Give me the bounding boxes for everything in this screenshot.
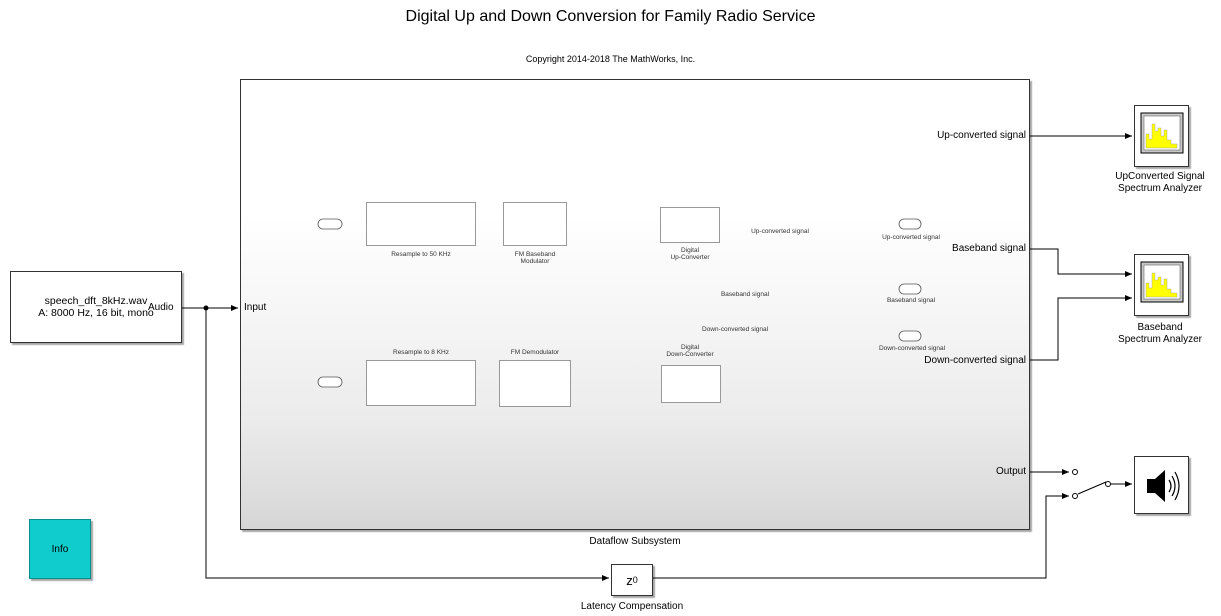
inner-out-base-label: Baseband signal [886, 297, 936, 304]
fm-demodulator-label: FM Demodulator [510, 349, 560, 356]
copyright-text: Copyright 2014-2018 The MathWorks, Inc. [525, 54, 696, 64]
subsystem-input-port: Input [244, 302, 267, 313]
wire-audio-delay [205, 308, 609, 581]
inner-out-up-label: Up-converted signal [882, 234, 940, 241]
baseband-spectrum-analyzer[interactable] [1134, 254, 1189, 316]
downconverter-block[interactable] [661, 365, 721, 403]
info-block[interactable]: Info [29, 519, 91, 579]
fm-modulator-label: FM Baseband Modulator [514, 251, 556, 265]
baseband-analyzer-label: Baseband Spectrum Analyzer [1118, 322, 1202, 345]
source-format: A: 8000 Hz, 16 bit, mono [38, 307, 154, 319]
outport-oval-base [898, 283, 922, 295]
outport-oval-downsig [898, 330, 922, 342]
upconverter-block[interactable] [660, 207, 720, 243]
downconverter-label: Digital Down-Converter [666, 344, 714, 358]
delay-symbol: z [626, 572, 633, 588]
dataflow-subsystem[interactable] [240, 79, 1030, 530]
inport-oval [317, 218, 343, 230]
upconverter-label: Digital Up-Converter [670, 247, 710, 261]
model-title: Digital Up and Down Conversion for Famil… [405, 8, 816, 25]
inner-sig-base-label: Baseband signal [720, 291, 770, 298]
inner-out-down-label: Down-converted signal [878, 345, 946, 352]
subsystem-name: Dataflow Subsystem [589, 536, 681, 547]
source-filename: speech_dft_8kHz.wav [44, 295, 148, 307]
speaker-icon [1147, 470, 1180, 502]
inner-sig-up-label: Up-converted signal [751, 228, 809, 235]
fm-modulator-block[interactable] [503, 202, 567, 246]
latency-compensation-label: Latency Compensation [580, 601, 684, 612]
outport-oval-up [898, 218, 922, 230]
resample-8k-block[interactable] [366, 360, 476, 406]
upconverted-analyzer-label: UpConverted Signal Spectrum Analyzer [1115, 171, 1205, 194]
delay-exponent: 0 [632, 575, 638, 585]
upconverted-spectrum-analyzer[interactable] [1134, 105, 1189, 167]
subsystem-port-baseband: Baseband signal [952, 243, 1026, 254]
resample-8k-label: Resample to 8 KHz [393, 349, 449, 356]
subsystem-port-upconverted: Up-converted signal [937, 130, 1026, 141]
resample-50k-label: Resample to 50 KHz [391, 251, 451, 258]
spectrum-analyzer-icon [1140, 261, 1184, 303]
resample-50k-block[interactable] [366, 202, 476, 246]
audio-device-block[interactable] [1134, 456, 1189, 514]
fm-demodulator-block[interactable] [499, 360, 571, 407]
wire-baseband-scope [1030, 248, 1132, 277]
junction-dot [203, 305, 209, 311]
source-audio-port: Audio [148, 302, 174, 313]
wire-downconverted-scope [1030, 295, 1132, 361]
audio-source-block[interactable]: speech_dft_8kHz.wav A: 8000 Hz, 16 bit, … [10, 271, 182, 343]
outport-oval-down [317, 376, 343, 388]
subsystem-port-downconverted: Down-converted signal [924, 355, 1026, 366]
subsystem-port-output: Output [995, 466, 1026, 477]
spectrum-analyzer-icon [1140, 112, 1184, 154]
inner-sig-down-label: Down-converted signal [701, 326, 769, 333]
wire-delay-switch [653, 493, 1069, 579]
manual-switch [1072, 469, 1114, 499]
